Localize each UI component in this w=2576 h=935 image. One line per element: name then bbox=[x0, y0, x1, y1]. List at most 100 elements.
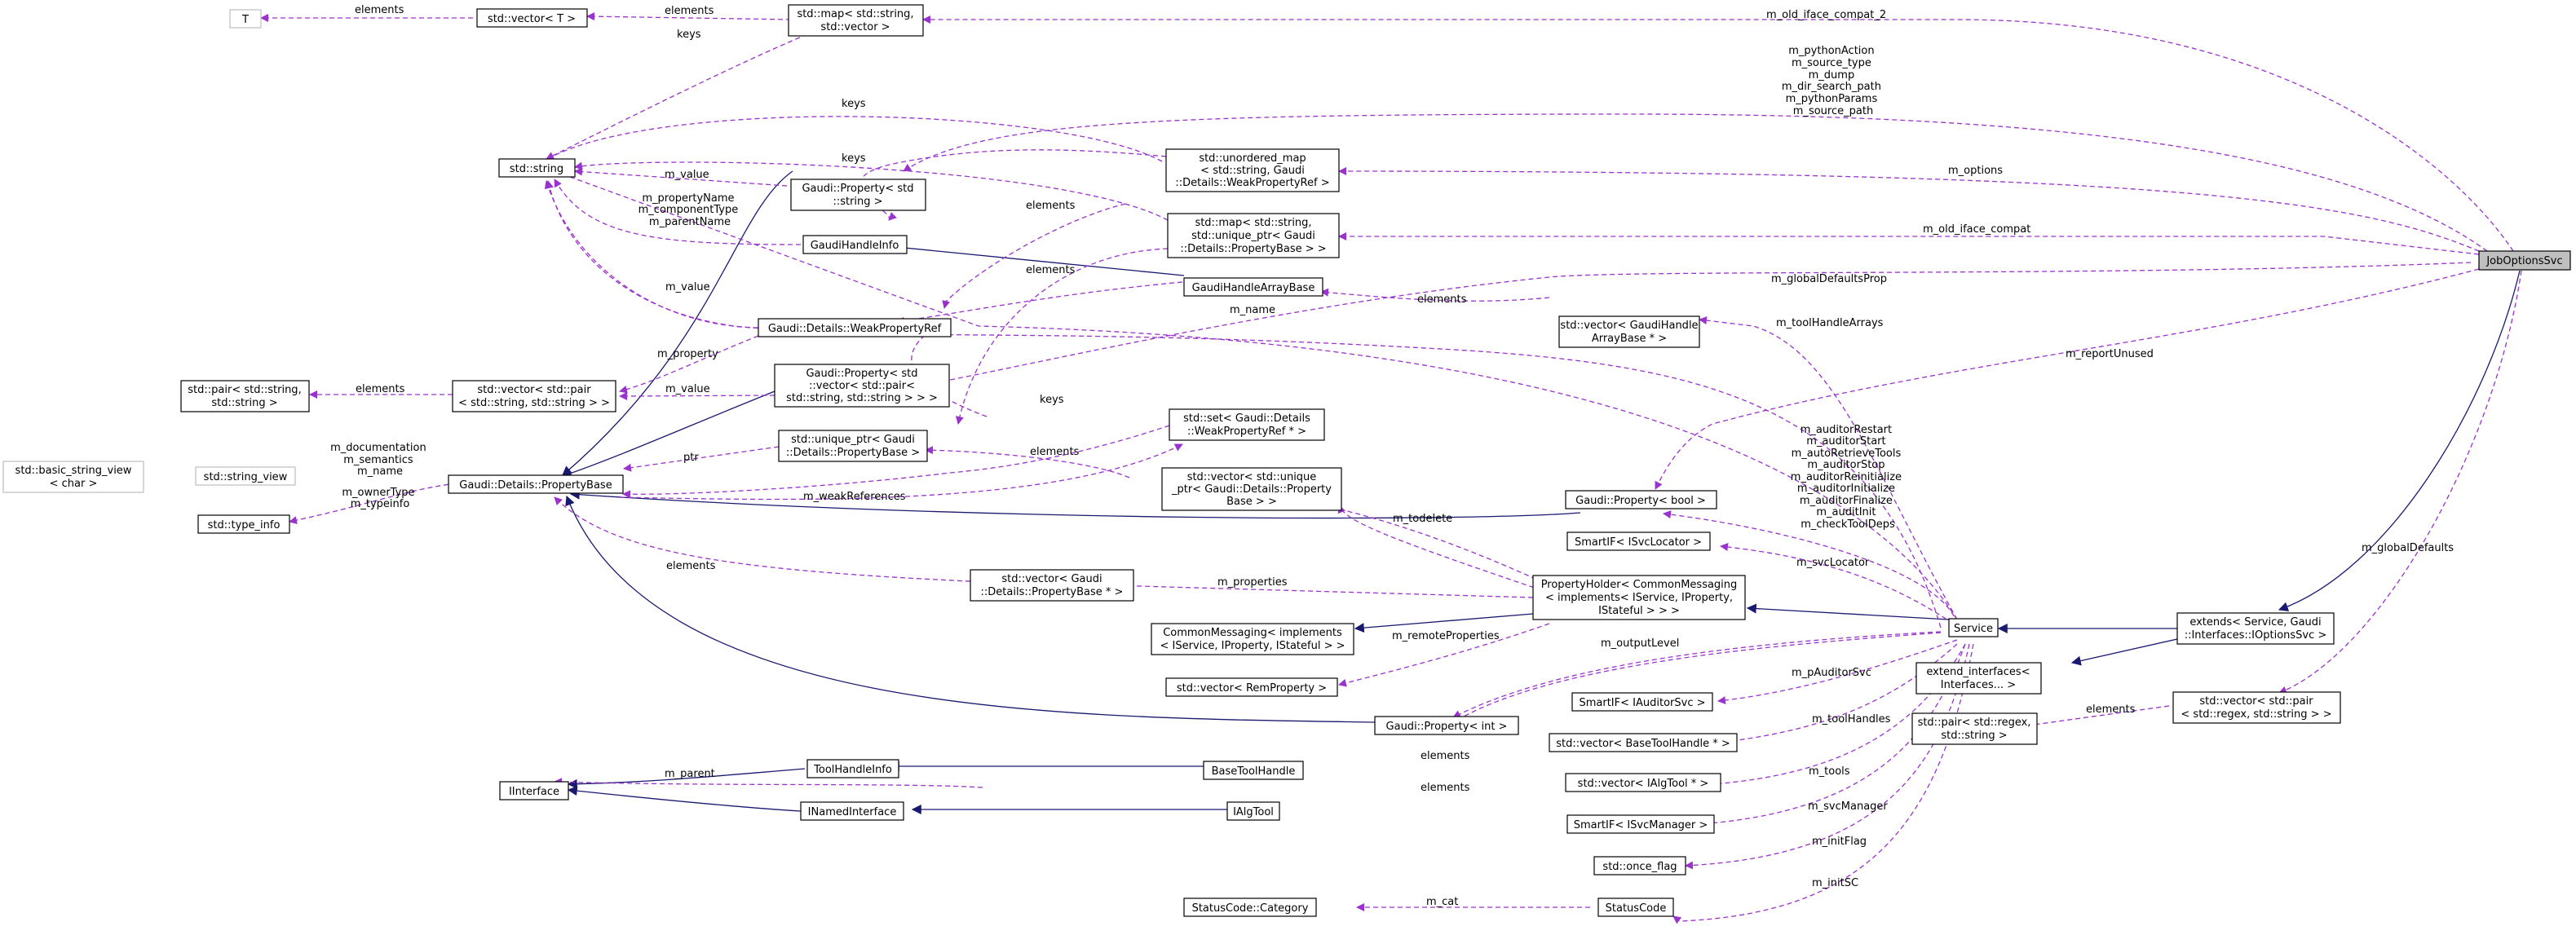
usage-edge bbox=[623, 446, 780, 472]
class-node-vector-pair-string-string[interactable]: std::vector< std::pair< std::string, std… bbox=[452, 380, 616, 412]
class-node-property-vector-pair[interactable]: Gaudi::Property< std::vector< std::pair<… bbox=[774, 364, 950, 408]
inheritance-edge bbox=[562, 170, 793, 476]
svg-text:std::vector< T >: std::vector< T > bbox=[488, 13, 576, 25]
svg-text:GaudiHandleArrayBase: GaudiHandleArrayBase bbox=[1192, 282, 1315, 294]
edge-label: elements bbox=[1026, 200, 1076, 212]
edge-label: elements bbox=[1026, 264, 1076, 276]
class-node-smartif-isvcmanager[interactable]: SmartIF< ISvcManager > bbox=[1566, 814, 1715, 834]
svg-text:std::set< Gaudi::Details::Weak: std::set< Gaudi::Details::WeakPropertyRe… bbox=[1183, 412, 1310, 438]
class-node-joboptionssvc[interactable]: JobOptionsSvc bbox=[2478, 250, 2571, 271]
usage-edge bbox=[1699, 316, 1958, 620]
edge-label: m_name bbox=[1230, 304, 1275, 316]
usage-edge bbox=[574, 161, 1169, 221]
usage-edge bbox=[622, 425, 1170, 499]
class-node-gaudihandleinfo[interactable]: GaudiHandleInfo bbox=[802, 235, 908, 254]
edge-label: m_globalDefaults bbox=[2362, 542, 2454, 554]
edge-label: m_properties bbox=[1217, 576, 1288, 589]
usage-edge bbox=[546, 116, 1163, 162]
edge-label: m_remoteProperties bbox=[1392, 630, 1500, 642]
edges bbox=[232, 12, 2522, 924]
edge-label: keys bbox=[1040, 394, 1064, 406]
edge-label: m_todelete bbox=[1393, 513, 1452, 525]
nodes: T std::vector< T > std::map< std::string… bbox=[2, 4, 2571, 917]
edge-label: elements bbox=[1421, 750, 1470, 762]
usage-edge bbox=[619, 391, 775, 400]
class-node-service[interactable]: Service bbox=[1948, 618, 1999, 637]
svg-text:GaudiHandleInfo: GaudiHandleInfo bbox=[811, 240, 899, 252]
class-node-propertybase[interactable]: Gaudi::Details::PropertyBase bbox=[448, 474, 624, 494]
class-node-type-info[interactable]: std::type_info bbox=[197, 514, 290, 534]
usage-edge bbox=[1685, 643, 1966, 829]
class-node-weakpropertyref[interactable]: Gaudi::Details::WeakPropertyRef bbox=[758, 318, 952, 337]
class-node-vector-pair-regex[interactable]: std::vector< std::pair< std::regex, std:… bbox=[2172, 691, 2341, 724]
class-node-unique-ptr-propertybase[interactable]: std::unique_ptr< Gaudi::Details::Propert… bbox=[778, 430, 928, 462]
class-node-string[interactable]: std::string bbox=[498, 158, 576, 178]
class-node-toolhandleinfo[interactable]: ToolHandleInfo bbox=[806, 759, 899, 778]
class-node-property-int[interactable]: Gaudi::Property< int > bbox=[1374, 716, 1519, 735]
usage-edge bbox=[546, 33, 808, 160]
class-node-vector-propertybase-ptr[interactable]: std::vector< Gaudi::Details::PropertyBas… bbox=[970, 569, 1134, 602]
usage-edge bbox=[289, 483, 457, 525]
edge-label: elements bbox=[1421, 782, 1470, 794]
class-node-property-string[interactable]: Gaudi::Property< std::string > bbox=[790, 179, 926, 211]
edge-label: elements bbox=[666, 560, 716, 572]
inheritance-edge bbox=[565, 495, 1376, 723]
class-node-unordered-map[interactable]: std::unordered_map< std::string, Gaudi::… bbox=[1165, 148, 1340, 192]
svg-text:SmartIF< IAuditorSvc >: SmartIF< IAuditorSvc > bbox=[1579, 697, 1705, 709]
class-node-smartif-iauditorsvc[interactable]: SmartIF< IAuditorSvc > bbox=[1571, 692, 1713, 712]
class-node-map-string-vector[interactable]: std::map< std::string,std::vector > bbox=[788, 4, 924, 37]
class-node-ialgtool[interactable]: IAlgTool bbox=[1226, 801, 1280, 821]
class-node-vector-ialgtool[interactable]: std::vector< IAlgTool * > bbox=[1565, 773, 1721, 792]
svg-text:std::basic_string_view< char >: std::basic_string_view< char > bbox=[15, 465, 132, 490]
usage-edge bbox=[1338, 623, 1550, 687]
class-node-basic-string-view[interactable]: std::basic_string_view< char > bbox=[2, 461, 144, 493]
class-node-iinterface[interactable]: IInterface bbox=[499, 781, 569, 800]
class-node-extends-service[interactable]: extends< Service, Gaudi::Interfaces::IOp… bbox=[2176, 612, 2335, 645]
class-node-gaudihandlearraybase[interactable]: GaudiHandleArrayBase bbox=[1183, 277, 1323, 297]
class-node-map-string-unique-ptr[interactable]: std::map< std::string,std::unique_ptr< G… bbox=[1167, 213, 1340, 258]
class-node-vector-T[interactable]: std::vector< T > bbox=[476, 8, 588, 28]
svg-text:SmartIF< ISvcLocator >: SmartIF< ISvcLocator > bbox=[1575, 536, 1702, 549]
edge-label: m_weakReferences bbox=[803, 491, 906, 503]
svg-text:std::map< std::string,std::vec: std::map< std::string,std::vector > bbox=[797, 8, 913, 33]
class-node-commonmessaging[interactable]: CommonMessaging< implements< IService, I… bbox=[1151, 623, 1354, 655]
class-node-string-view[interactable]: std::string_view bbox=[195, 466, 296, 486]
svg-text:std::unique_ptr< Gaudi::Detail: std::unique_ptr< Gaudi::Details::Propert… bbox=[786, 434, 920, 459]
svg-text:Gaudi::Details::PropertyBase: Gaudi::Details::PropertyBase bbox=[459, 479, 612, 492]
class-node-pair-string-string[interactable]: std::pair< std::string,std::string > bbox=[180, 380, 310, 412]
usage-edge bbox=[1182, 485, 1581, 601]
class-node-set-weakpropertyref[interactable]: std::set< Gaudi::Details::WeakPropertyRe… bbox=[1169, 408, 1325, 441]
svg-text:Gaudi::Property< std::string >: Gaudi::Property< std::string > bbox=[802, 183, 913, 208]
svg-text:Service: Service bbox=[1954, 623, 1993, 635]
usage-edge bbox=[1720, 543, 1954, 624]
class-node-vector-remproperty[interactable]: std::vector< RemProperty > bbox=[1165, 677, 1338, 697]
class-node-vector-unique-ptr[interactable]: std::vector< std::unique_ptr< Gaudi::Det… bbox=[1161, 467, 1342, 511]
class-node-once-flag[interactable]: std::once_flag bbox=[1593, 856, 1686, 875]
class-node-smartif-isvclocator[interactable]: SmartIF< ISvcLocator > bbox=[1566, 531, 1711, 551]
class-node-vector-basetoolhandle[interactable]: std::vector< BaseToolHandle * > bbox=[1549, 733, 1738, 752]
usage-edge bbox=[619, 443, 1183, 501]
usage-edge bbox=[554, 179, 802, 245]
svg-text:extend_interfaces<Interfaces..: extend_interfaces<Interfaces... > bbox=[1926, 666, 2030, 691]
class-node-T[interactable]: T bbox=[229, 9, 262, 29]
inheritance-edge bbox=[2278, 270, 2521, 612]
class-node-inamedinterface[interactable]: INamedInterface bbox=[800, 801, 904, 821]
usage-edge bbox=[922, 15, 2514, 252]
svg-text:extends< Service, Gaudi::Inter: extends< Service, Gaudi::Interfaces::IOp… bbox=[2185, 616, 2327, 642]
svg-text:Gaudi::Property< bool >: Gaudi::Property< bool > bbox=[1575, 495, 1706, 507]
inheritance-edge bbox=[567, 768, 806, 789]
svg-text:std::vector< BaseToolHandle *: std::vector< BaseToolHandle * > bbox=[1556, 738, 1730, 750]
edge-label: m_parent bbox=[665, 768, 715, 780]
class-node-extend-interfaces[interactable]: extend_interfaces<Interfaces... > bbox=[1915, 662, 2042, 695]
class-node-property-bool[interactable]: Gaudi::Property< bool > bbox=[1565, 490, 1717, 509]
class-node-propertyholder[interactable]: PropertyHolder< CommonMessaging< impleme… bbox=[1532, 575, 1746, 620]
svg-text:std::vector< IAlgTool * >: std::vector< IAlgTool * > bbox=[1578, 778, 1709, 790]
class-node-basetoolhandle[interactable]: BaseToolHandle bbox=[1203, 761, 1304, 780]
inheritance-edge bbox=[2070, 638, 2178, 666]
usage-edge bbox=[859, 149, 1167, 221]
class-node-statuscode[interactable]: StatusCode bbox=[1597, 898, 1674, 917]
class-node-statuscode-category[interactable]: StatusCode::Category bbox=[1183, 898, 1317, 917]
edge-label-multiline: m_propertyName m_componentType m_parentN… bbox=[638, 192, 742, 228]
class-node-pair-regex-string[interactable]: std::pair< std::regex,std::string > bbox=[1911, 712, 2038, 745]
